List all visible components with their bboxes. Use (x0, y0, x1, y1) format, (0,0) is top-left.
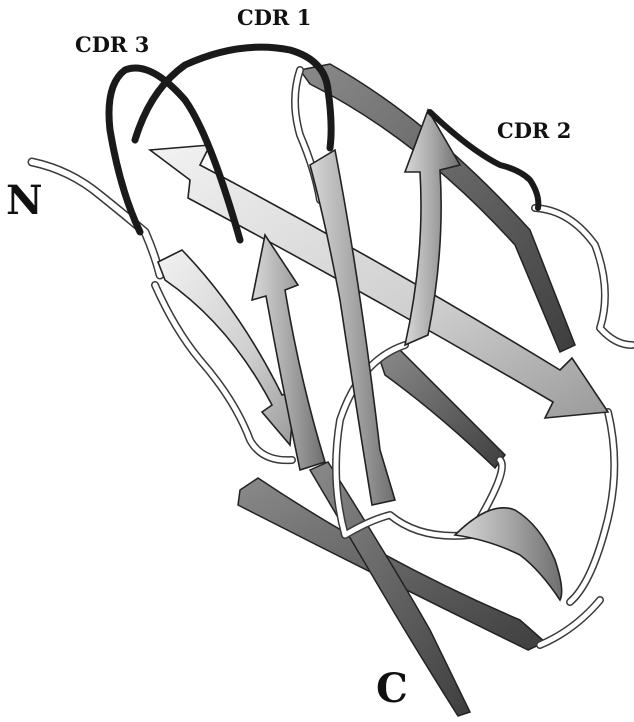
label-cdr3: CDR 3 (75, 32, 149, 57)
label-c-terminus: C (376, 665, 408, 712)
label-cdr1: CDR 1 (237, 5, 311, 30)
label-cdr2: CDR 2 (497, 118, 571, 143)
label-n-terminus: N (6, 177, 43, 224)
